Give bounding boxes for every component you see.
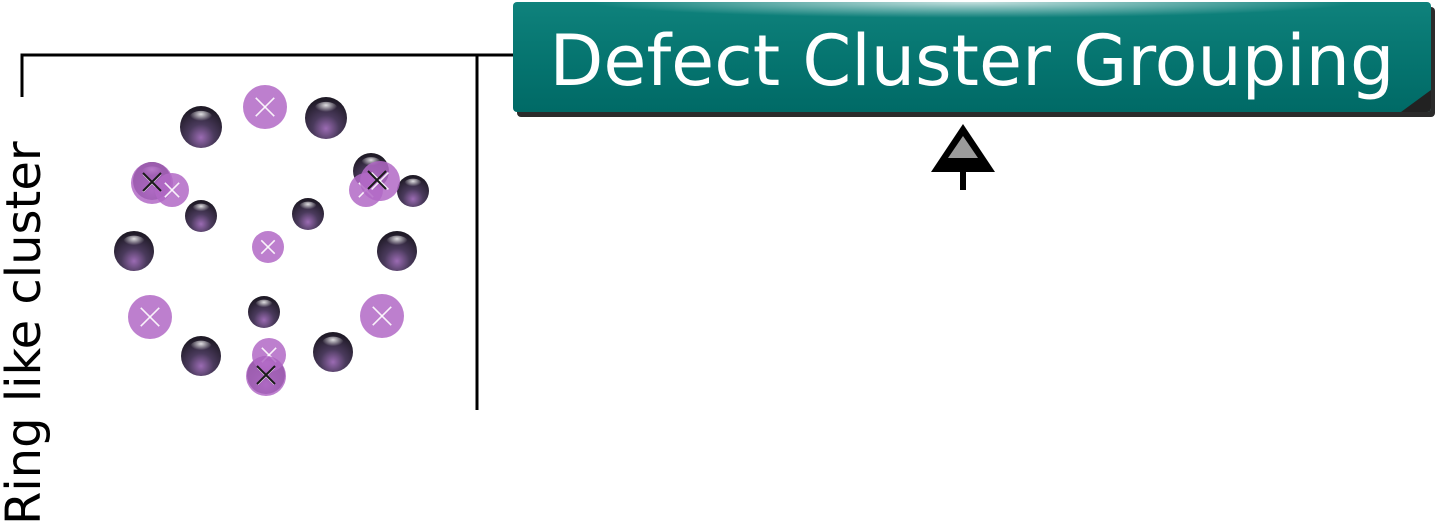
ring-cluster — [114, 85, 429, 396]
defect-x-marker — [360, 294, 404, 338]
banner-fold — [1401, 90, 1431, 112]
defect-sphere — [313, 332, 353, 372]
defect-sphere — [181, 336, 221, 376]
connector-lines — [20, 53, 516, 410]
overlap-x-mark — [142, 172, 162, 192]
defect-sphere — [397, 175, 429, 207]
defect-sphere — [180, 106, 222, 148]
defect-x-marker — [252, 231, 284, 263]
tree-arrow-icon — [931, 124, 995, 190]
defect-x-marker — [243, 85, 287, 129]
overlap-x-mark — [256, 365, 276, 385]
cluster-type-label: Ring like cluster — [0, 141, 52, 525]
overlap-x-mark — [367, 170, 387, 190]
defect-x-marker — [360, 161, 400, 201]
defect-sphere — [305, 97, 347, 139]
defect-sphere — [114, 231, 154, 271]
defect-x-marker — [128, 295, 172, 339]
defect-x-marker — [155, 173, 189, 207]
defect-sphere — [248, 296, 280, 328]
defect-sphere — [377, 231, 417, 271]
page-title: Defect Cluster Grouping — [549, 20, 1395, 102]
defect-sphere — [292, 198, 324, 230]
defect-sphere — [185, 200, 217, 232]
title-banner: Defect Cluster Grouping — [513, 2, 1431, 112]
